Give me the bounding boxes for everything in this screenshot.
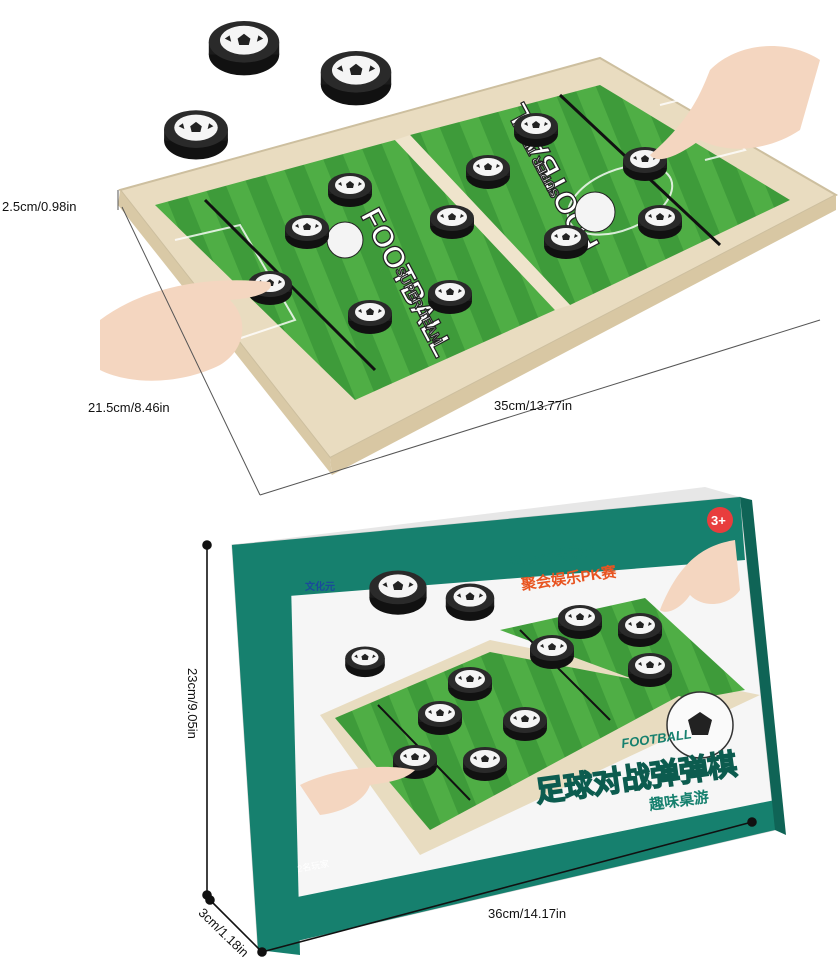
height-label-box: 23cm/9.05in: [185, 668, 200, 739]
length-label-top: 35cm/13.77in: [494, 398, 573, 413]
box-brand: 文化元: [305, 580, 335, 593]
dimension-lines-box: [202, 540, 757, 957]
dimension-lines-top: [117, 190, 821, 496]
height-label-top: 2.5cm/0.98in: [2, 199, 77, 214]
puck-icon: [328, 173, 372, 207]
box-age-badge: 3+: [711, 513, 726, 528]
hand-right-icon: [650, 46, 820, 160]
hand-left-icon: [100, 280, 271, 381]
wooden-board-top: FOOTBALL SUPER TEAM FOOTBALL SUPER TEAM: [100, 46, 839, 475]
depth-label-top: 21.5cm/8.46in: [88, 400, 170, 415]
product-box: [231, 487, 786, 955]
length-label-box: 36cm/14.17in: [488, 906, 567, 921]
